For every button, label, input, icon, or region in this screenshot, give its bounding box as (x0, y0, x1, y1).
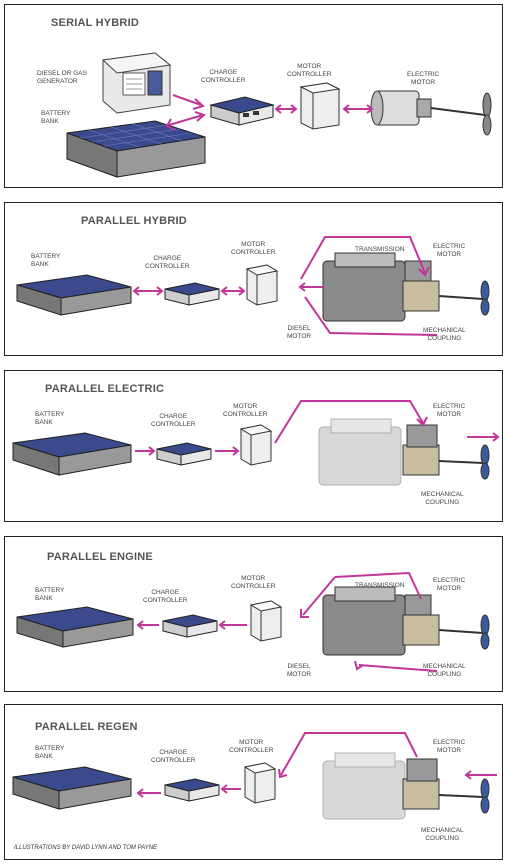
panel-parallel-hybrid: PARALLEL HYBRID (4, 202, 503, 356)
charge-controller-icon (164, 778, 220, 802)
battery-bank-icon (16, 274, 132, 316)
diesel-engine-icon (322, 752, 406, 820)
label-mechanical-coupling: MECHANICAL COUPLING (423, 327, 466, 342)
motor-controller-icon (299, 82, 341, 130)
label-electric-motor: ELECTRIC MOTOR (433, 577, 466, 592)
flow-arrows (136, 732, 497, 798)
diesel-engine-icon (322, 252, 490, 322)
panel-parallel-engine: PARALLEL ENGINE (4, 536, 503, 692)
diesel-engine-icon (322, 586, 490, 656)
label-transmission: TRANSMISSION (355, 246, 405, 253)
flow-arrows (135, 400, 500, 456)
diesel-engine-icon (318, 418, 402, 486)
label-charge-controller: CHARGE CONTROLLER (151, 413, 196, 428)
label-motor-controller: MOTOR CONTROLLER (231, 241, 276, 256)
parallel-hybrid-diagram (16, 236, 490, 336)
charge-controller-icon (156, 442, 212, 466)
flow-arrows (165, 94, 374, 131)
label-mechanical-coupling: MECHANICAL COUPLING (423, 663, 466, 678)
label-charge-controller: CHARGE CONTROLLER (143, 589, 188, 604)
battery-bank-icon (12, 766, 132, 810)
motor-controller-icon (245, 264, 279, 306)
label-electric-motor: ELECTRIC MOTOR (433, 403, 466, 418)
panel-serial-hybrid: SERIAL HYBRID (4, 4, 503, 188)
illustration-credit: ILLUSTRATIONS BY DAVID LYNN AND TOM PAYN… (14, 845, 158, 851)
electric-motor-icon (402, 424, 490, 480)
label-battery-bank: BATTERY BANK (31, 253, 61, 268)
panel-title: SERIAL HYBRID (51, 17, 139, 29)
label-battery-bank: BATTERY BANK (35, 411, 65, 426)
panel-title: PARALLEL ENGINE (47, 551, 153, 563)
label-diesel-motor: DIESEL MOTOR (287, 663, 312, 678)
label-battery-bank: BATTERY BANK (41, 110, 71, 125)
label-transmission: TRANSMISSION (355, 582, 405, 589)
label-battery-bank: BATTERY BANK (35, 745, 65, 760)
panel-title: PARALLEL ELECTRIC (45, 383, 165, 395)
label-charge-controller: CHARGE CONTROLLER (151, 749, 196, 764)
motor-controller-icon (239, 424, 273, 466)
motor-controller-icon (249, 600, 283, 642)
panel-title: PARALLEL REGEN (35, 721, 138, 733)
label-battery-bank: BATTERY BANK (35, 587, 65, 602)
label-generator: DIESEL OR GAS GENERATOR (37, 70, 87, 85)
label-motor-controller: MOTOR CONTROLLER (229, 739, 274, 754)
charge-controller-icon (162, 614, 218, 638)
parallel-electric-diagram (12, 400, 500, 486)
panel-parallel-regen: PARALLEL REGEN (4, 704, 503, 860)
label-motor-controller: MOTOR CONTROLLER (287, 63, 332, 78)
label-electric-motor: ELECTRIC MOTOR (433, 739, 466, 754)
label-mechanical-coupling: MECHANICAL COUPLING (421, 491, 464, 506)
label-electric-motor: ELECTRIC MOTOR (407, 71, 440, 86)
panel-parallel-electric: PARALLEL ELECTRIC (4, 370, 503, 522)
parallel-regen-diagram (12, 732, 497, 820)
electric-motor-icon (402, 758, 490, 814)
motor-controller-icon (243, 762, 277, 804)
battery-bank-icon (16, 606, 134, 648)
flow-arrows (132, 236, 438, 336)
label-motor-controller: MOTOR CONTROLLER (223, 403, 268, 418)
charge-controller-icon (209, 96, 275, 126)
electric-motor-icon (370, 90, 492, 136)
generator-icon (101, 52, 172, 114)
flow-arrows (136, 571, 438, 672)
label-electric-motor: ELECTRIC MOTOR (433, 243, 466, 258)
battery-bank-icon (12, 432, 132, 476)
panel-title: PARALLEL HYBRID (81, 215, 187, 227)
label-motor-controller: MOTOR CONTROLLER (231, 575, 276, 590)
parallel-engine-diagram (16, 571, 490, 672)
battery-bank-icon (66, 120, 206, 178)
label-charge-controller: CHARGE CONTROLLER (145, 255, 190, 270)
serial-hybrid-diagram (66, 52, 492, 178)
charge-controller-icon (164, 282, 220, 306)
label-mechanical-coupling: MECHANICAL COUPLING (421, 827, 464, 842)
label-diesel-motor: DIESEL MOTOR (287, 325, 312, 340)
label-charge-controller: CHARGE CONTROLLER (201, 69, 246, 84)
